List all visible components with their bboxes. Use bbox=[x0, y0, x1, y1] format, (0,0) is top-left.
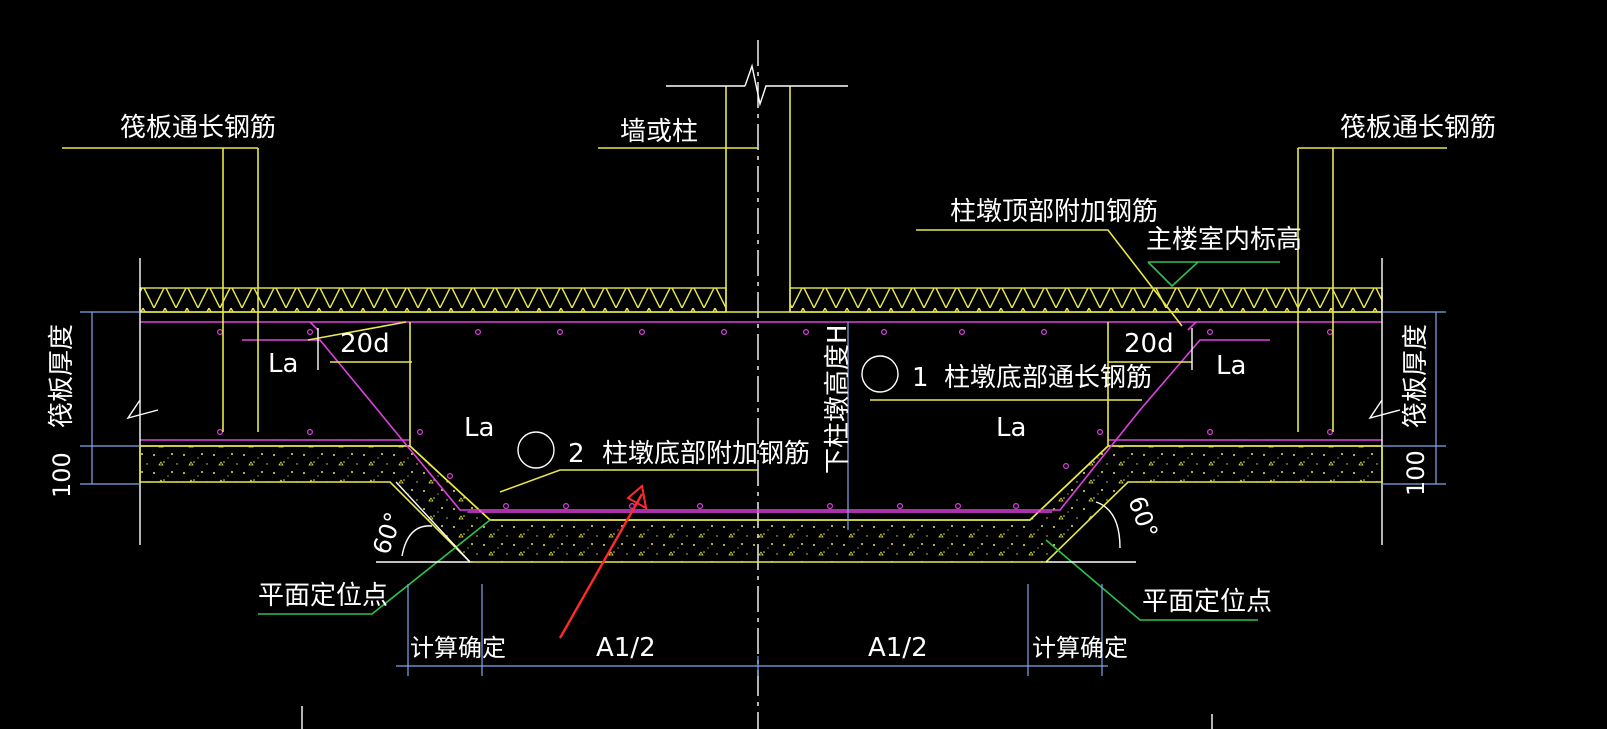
label-wall-or-column: 墙或柱 bbox=[620, 117, 698, 147]
label-raft-thickness-right: 筏板厚度 bbox=[1401, 324, 1431, 428]
label-la-4: La bbox=[1216, 351, 1246, 381]
label-dim-100-left: 100 bbox=[48, 452, 76, 498]
label-dim-100-right: 100 bbox=[1402, 450, 1430, 496]
wall-column bbox=[666, 63, 848, 312]
label-raft-thickness-left: 筏板厚度 bbox=[47, 324, 77, 428]
label-plane-point-right: 平面定位点 bbox=[1142, 587, 1272, 617]
rebar2-marker bbox=[517, 431, 555, 469]
pier-outline bbox=[409, 322, 1109, 521]
label-plane-point-left: 平面定位点 bbox=[258, 581, 388, 611]
label-angle-right: 60° bbox=[1122, 492, 1163, 542]
hatch-band-right bbox=[789, 287, 1383, 313]
hatch-band-left bbox=[139, 287, 727, 313]
angle-arcs bbox=[376, 481, 1136, 563]
green-leaders bbox=[258, 261, 1280, 621]
label-rebar1: 柱墩底部通长钢筋 bbox=[944, 363, 1152, 393]
rebar-lines bbox=[242, 321, 1270, 513]
label-rebar1-number: 1 bbox=[912, 363, 929, 393]
label-calc-left: 计算确定 bbox=[410, 634, 506, 662]
label-la-3: La bbox=[996, 413, 1026, 443]
label-20d-left: 20d bbox=[340, 329, 390, 359]
red-arrow bbox=[558, 484, 648, 639]
leader-lines bbox=[62, 147, 1447, 493]
label-a1-right: A1/2 bbox=[868, 633, 928, 663]
label-a1-left: A1/2 bbox=[596, 633, 656, 663]
rebar-dots bbox=[217, 329, 1333, 510]
label-rebar2: 柱墩底部附加钢筋 bbox=[602, 439, 810, 469]
dimensions bbox=[80, 311, 1446, 676]
label-pier-top-rebar: 柱墩顶部附加钢筋 bbox=[950, 197, 1158, 227]
label-calc-right: 计算确定 bbox=[1032, 634, 1128, 662]
label-raft-rebar-left: 筏板通长钢筋 bbox=[120, 113, 276, 143]
label-la-1: La bbox=[268, 349, 298, 379]
label-la-2: La bbox=[464, 413, 494, 443]
label-rebar2-number: 2 bbox=[568, 439, 585, 469]
label-raft-rebar-right: 筏板通长钢筋 bbox=[1340, 113, 1496, 143]
label-pier-height: 下柱墩高度H bbox=[823, 324, 853, 474]
raft-rebar-verticals bbox=[222, 148, 1334, 432]
label-20d-right: 20d bbox=[1124, 329, 1174, 359]
label-angle-left: 60° bbox=[367, 508, 408, 558]
label-main-floor-elev: 主楼室内标高 bbox=[1146, 225, 1302, 255]
rebar1-marker bbox=[861, 355, 899, 393]
